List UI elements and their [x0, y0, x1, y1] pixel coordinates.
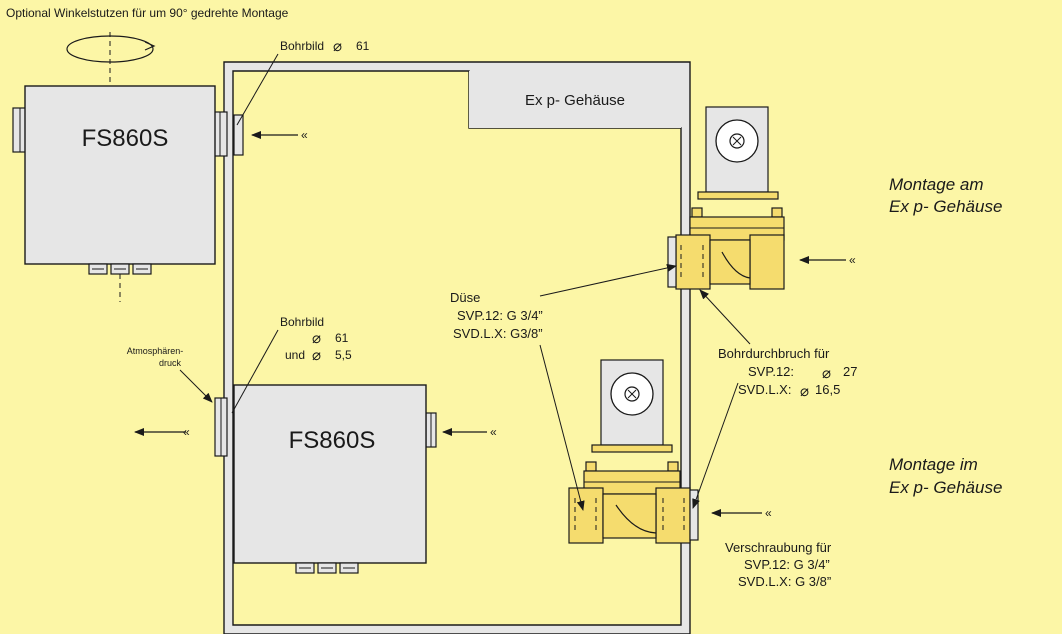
bohrdurchbruch-svd-value: 16,5 — [815, 382, 840, 397]
valve-bottom — [568, 359, 699, 544]
svg-text:«: « — [765, 506, 772, 520]
bohrbild-top-label: Bohrbild — [280, 39, 324, 53]
diameter-symbol: ⌀ — [822, 365, 831, 382]
arrow-valve-bottom: « — [711, 506, 772, 520]
diameter-symbol: ⌀ — [800, 383, 809, 400]
bohrdurchbruch-svd: SVD.L.X: — [738, 382, 791, 397]
bohrbild-bottom-label: Bohrbild — [280, 315, 324, 329]
device-name-bottom: FS860S — [289, 427, 376, 454]
leader-bohrdurchbruch-top — [699, 289, 751, 345]
verschraubung-title: Verschraubung für — [725, 540, 832, 555]
leader-duese-bottom — [539, 344, 585, 511]
rotation-arrow-icon — [66, 32, 156, 86]
atmosphaeren-label-2: druck — [159, 358, 182, 368]
bohrdurchbruch-svp-value: 27 — [843, 364, 857, 379]
arrow-top-flange: « — [251, 128, 308, 142]
svg-text:«: « — [849, 253, 856, 267]
leader-bohrbild-top — [236, 53, 279, 126]
bohrbild-top-value: 61 — [356, 39, 370, 53]
arrow-bottom-right: « — [442, 425, 497, 439]
diameter-symbol: ⌀ — [312, 347, 321, 364]
device-name-top: FS860S — [82, 125, 169, 152]
verschraubung-svp: SVP.12: G 3/4” — [744, 557, 830, 572]
bohrbild-bottom-value2: 5,5 — [335, 348, 352, 362]
montage-im-line1: Montage im — [889, 455, 978, 474]
diameter-symbol: ⌀ — [312, 330, 321, 347]
svg-text:«: « — [183, 425, 190, 439]
valve-top — [667, 106, 785, 290]
ex-housing-label: Ex p- Gehäuse — [525, 92, 625, 109]
montage-am-line2: Ex p- Gehäuse — [889, 197, 1002, 216]
arrow-valve-top: « — [799, 253, 856, 267]
mounting-flange-top — [233, 114, 244, 156]
montage-im-line2: Ex p- Gehäuse — [889, 478, 1002, 497]
bohrbild-bottom-und: und — [285, 348, 305, 362]
duese-title: Düse — [450, 290, 480, 305]
cable-glands-bottom — [295, 562, 359, 574]
svg-text:«: « — [301, 128, 308, 142]
duese-svp: SVP.12: G 3/4” — [457, 308, 543, 323]
bohrdurchbruch-title: Bohrdurchbruch für — [718, 346, 830, 361]
leader-bohrdurchbruch-bottom — [692, 382, 739, 509]
ex-housing — [223, 61, 691, 635]
leader-atmosphaeren — [179, 369, 213, 403]
diameter-symbol: ⌀ — [333, 38, 342, 55]
verschraubung-svd: SVD.L.X: G 3/8” — [738, 574, 831, 589]
fs860s-device-top — [12, 85, 228, 302]
cable-glands-top — [88, 263, 152, 275]
atmosphaeren-label-1: Atmosphären- — [127, 346, 184, 356]
optional-angle-label: Optional Winkelstutzen für um 90° gedreh… — [6, 6, 289, 20]
svg-text:«: « — [490, 425, 497, 439]
arrow-bottom-left: « — [134, 425, 190, 439]
montage-am-line1: Montage am — [889, 175, 984, 194]
fs860s-device-bottom — [214, 384, 437, 574]
bohrbild-bottom-value1: 61 — [335, 331, 349, 345]
duese-svd: SVD.L.X: G3/8” — [453, 326, 543, 341]
bohrdurchbruch-svp: SVP.12: — [748, 364, 794, 379]
leader-bohrbild-bottom — [231, 329, 279, 414]
leader-duese-top — [539, 264, 677, 297]
